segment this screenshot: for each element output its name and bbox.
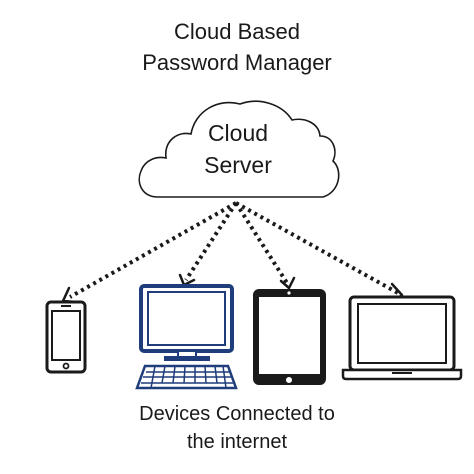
phone-icon xyxy=(45,300,87,374)
connector-to-desktop xyxy=(184,201,238,282)
cloud-label-line-2: Server xyxy=(204,152,272,178)
caption-line-2: the internet xyxy=(186,431,288,453)
devices-caption: Devices Connected to the internet xyxy=(0,400,474,456)
caption-line-1: Devices Connected to xyxy=(139,403,335,425)
arrowhead-tablet xyxy=(279,276,296,290)
cloud-shape xyxy=(138,100,340,198)
title-line-2: Password Manager xyxy=(142,50,332,75)
connector-to-tablet xyxy=(234,201,289,285)
diagram-title: Cloud Based Password Manager xyxy=(0,16,474,78)
laptop-icon xyxy=(341,295,463,381)
desktop-computer-icon xyxy=(135,284,238,390)
title-line-1: Cloud Based xyxy=(174,19,300,44)
cloud-label-line-1: Cloud xyxy=(207,120,269,146)
connector-lines xyxy=(69,201,399,299)
connector-to-phone xyxy=(69,201,237,299)
connector-to-laptop xyxy=(235,201,399,295)
tablet-icon xyxy=(253,289,326,385)
